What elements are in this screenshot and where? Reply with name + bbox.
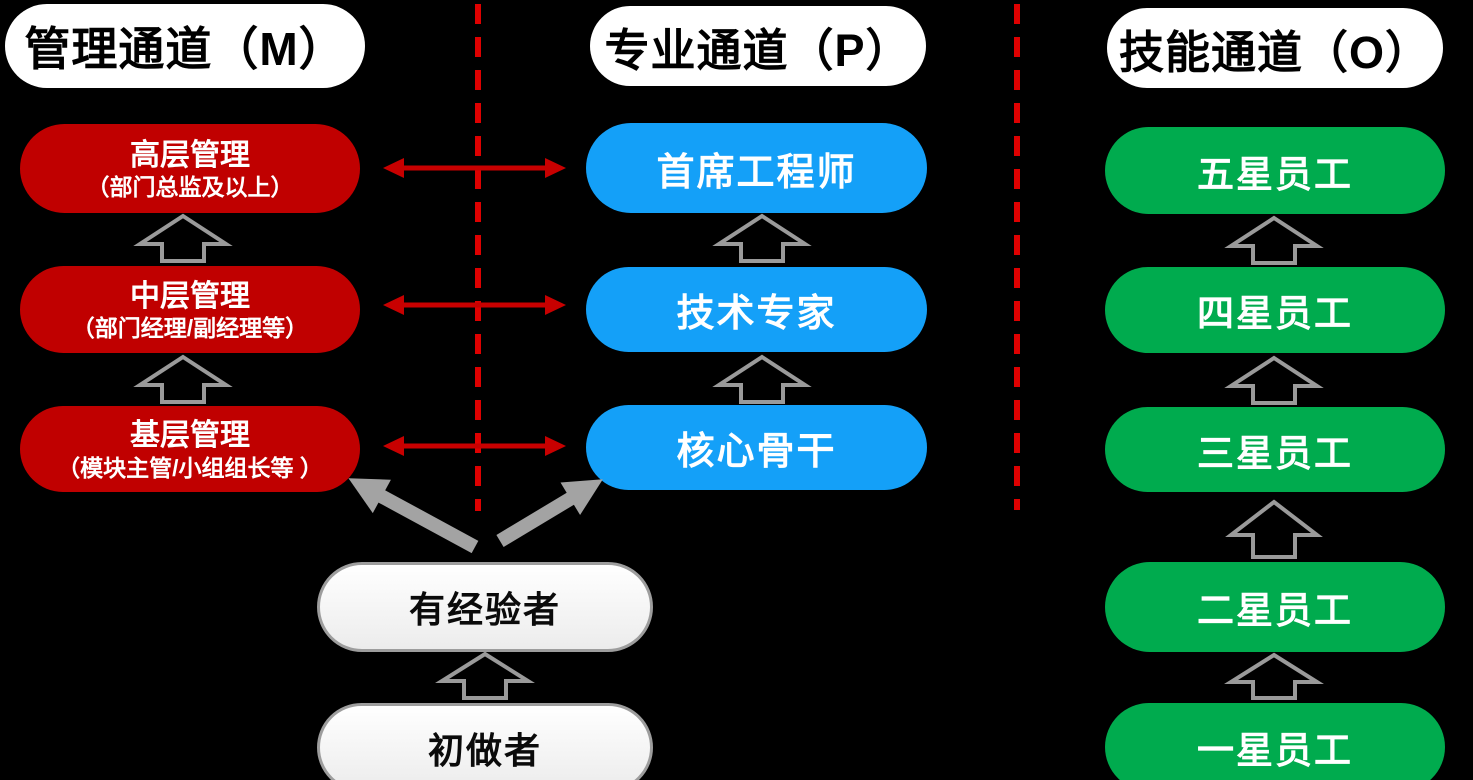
level-five-star-employee: 五星员工 [1105, 127, 1445, 214]
up-arrow-icon [1224, 215, 1324, 265]
up-arrow-icon [133, 354, 233, 404]
level-core-backbone: 核心骨干 [586, 405, 927, 490]
transfer-double-arrow-icon [383, 295, 566, 315]
up-arrow-icon [435, 651, 535, 700]
up-arrow-icon [133, 213, 233, 263]
up-arrow-icon [1225, 499, 1323, 559]
level-chief-engineer: 首席工程师 [586, 123, 927, 213]
level-title: 中层管理 [130, 279, 250, 313]
up-arrow-icon [1224, 355, 1324, 405]
level-three-star-employee: 三星员工 [1105, 407, 1445, 492]
transfer-double-arrow-icon [383, 436, 566, 456]
level-one-star-employee: 一星员工 [1105, 703, 1445, 780]
up-arrow-icon [712, 354, 812, 404]
level-four-star-employee: 四星员工 [1105, 267, 1445, 353]
entry-to-management-arrow-icon [348, 478, 479, 554]
level-subtitle: （部门经理/副经理等） [71, 315, 309, 342]
header-professional-channel: 专业通道（P） [590, 6, 926, 86]
level-experienced-worker: 有经验者 [317, 562, 653, 652]
up-arrow-icon [1224, 652, 1324, 700]
level-technical-expert: 技术专家 [586, 267, 927, 352]
level-middle-management: 中层管理 （部门经理/副经理等） [20, 266, 360, 353]
header-management-channel: 管理通道（M） [5, 4, 365, 88]
level-title: 高层管理 [130, 138, 250, 172]
level-two-star-employee: 二星员工 [1105, 562, 1445, 652]
level-subtitle: （模块主管/小组组长等 ） [57, 454, 323, 481]
level-beginner: 初做者 [317, 703, 653, 780]
level-title: 基层管理 [130, 419, 250, 453]
entry-to-professional-arrow-icon [496, 479, 603, 548]
header-skill-channel: 技能通道（O） [1107, 8, 1443, 88]
up-arrow-icon [712, 213, 812, 263]
transfer-double-arrow-icon [383, 158, 566, 178]
level-grassroots-management: 基层管理 （模块主管/小组组长等 ） [20, 406, 360, 492]
level-senior-management: 高层管理 （部门总监及以上） [20, 124, 360, 213]
level-subtitle: （部门总监及以上） [86, 174, 294, 201]
